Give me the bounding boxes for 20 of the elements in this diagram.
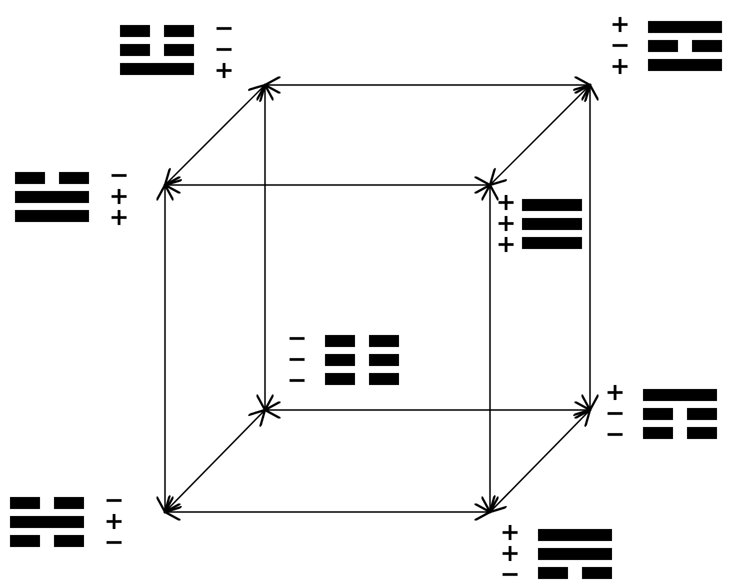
double-arrow [488, 84, 592, 186]
double-arrow [164, 408, 266, 514]
double-arrow [264, 400, 592, 420]
double-arrow [580, 84, 600, 412]
double-arrow [488, 408, 592, 514]
double-arrow [164, 175, 492, 195]
sign-column: − + − [104, 490, 122, 553]
double-arrow [264, 75, 592, 95]
double-arrow [155, 184, 175, 514]
sign-column: + − + [610, 14, 628, 77]
sign-column: − − − [287, 328, 305, 391]
sign-column: + − − [605, 382, 623, 445]
sign-column: − + + [109, 165, 127, 228]
sign-column: − − + [214, 18, 232, 81]
double-arrow [480, 184, 500, 514]
double-arrow [255, 84, 275, 412]
sign-column: + + − [500, 522, 518, 585]
double-arrow [164, 84, 266, 186]
sign-column: + + + [496, 192, 514, 255]
double-arrow [164, 502, 492, 522]
